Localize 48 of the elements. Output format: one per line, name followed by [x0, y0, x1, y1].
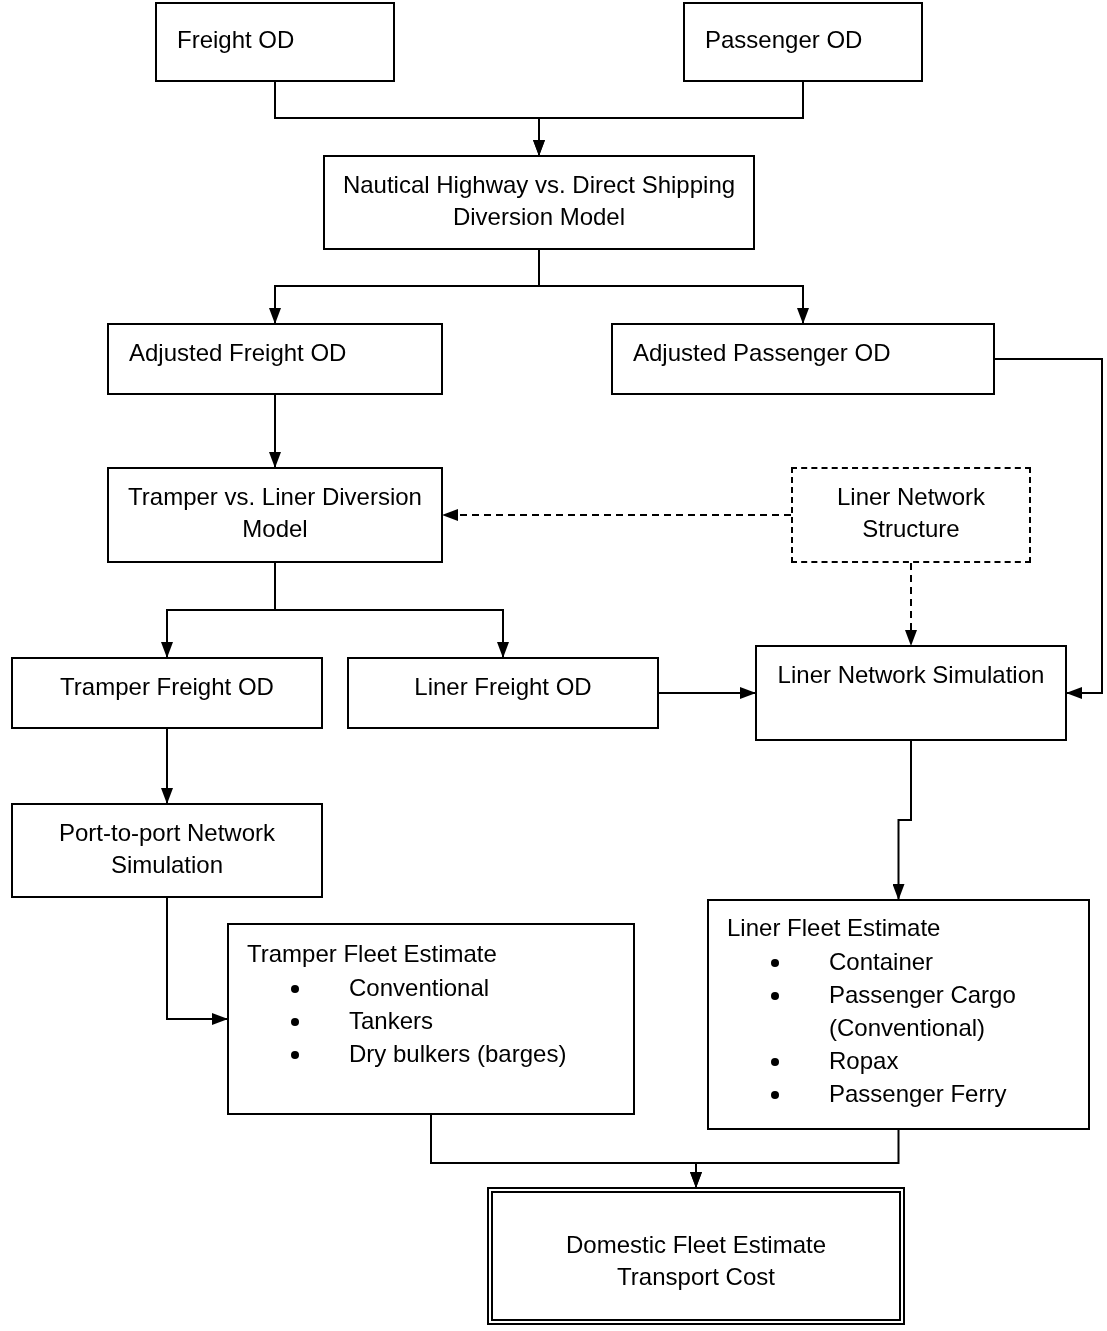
box-label: Nautical Highway vs. Direct Shipping Diversion Model	[341, 170, 737, 232]
box-label: Liner Network Simulation	[776, 660, 1046, 690]
process-box	[11, 803, 323, 898]
list-item: Tankers	[349, 1006, 434, 1036]
process-box	[227, 923, 635, 1115]
process-box	[611, 323, 995, 395]
arrow	[690, 1129, 900, 1188]
box-label: Adjusted Passenger OD	[632, 338, 891, 368]
dashed-box	[791, 467, 1031, 563]
process-box	[323, 155, 755, 250]
list-item: Passenger Ferry	[829, 1079, 1007, 1109]
process-box	[707, 899, 1090, 1130]
box-heading: Liner Fleet Estimate	[726, 913, 941, 943]
process-box	[755, 645, 1067, 741]
process-box	[11, 657, 323, 729]
process-box	[683, 2, 923, 82]
list-item: Dry bulkers (barges)	[349, 1039, 567, 1069]
arrow	[161, 728, 173, 804]
process-box	[107, 323, 443, 395]
arrow	[166, 897, 228, 1025]
list-item: Passenger Cargo (Conventional)	[829, 980, 1017, 1043]
box-label: Liner Network Structure	[835, 482, 987, 544]
arrow	[274, 562, 509, 658]
arrow	[269, 394, 281, 468]
arrow	[892, 740, 912, 900]
box-label: Passenger OD	[704, 25, 863, 55]
arrow	[658, 687, 756, 699]
process-box	[155, 2, 395, 82]
list-item: Ropax	[829, 1046, 899, 1076]
process-box	[487, 1187, 905, 1325]
list-item: Conventional	[349, 973, 490, 1003]
arrow	[538, 249, 809, 324]
box-label: Adjusted Freight OD	[128, 338, 347, 368]
list-item: Container	[829, 947, 934, 977]
box-label: Domestic Fleet Estimate	[564, 1230, 828, 1260]
box-label: Transport Cost	[616, 1262, 776, 1292]
process-box	[347, 657, 659, 729]
dashed-arrow	[905, 562, 917, 646]
process-box	[107, 467, 443, 563]
box-label: Tramper vs. Liner Diversion Model	[127, 482, 423, 544]
box-label: Liner Freight OD	[413, 672, 593, 702]
arrow	[994, 358, 1103, 699]
box-label: Freight OD	[176, 25, 295, 55]
box-heading: Tramper Fleet Estimate	[246, 939, 497, 969]
arrow	[533, 81, 804, 156]
dashed-arrow	[442, 509, 792, 521]
box-label: Tramper Freight OD	[59, 672, 275, 702]
box-label: Port-to-port Network Simulation	[57, 818, 277, 880]
